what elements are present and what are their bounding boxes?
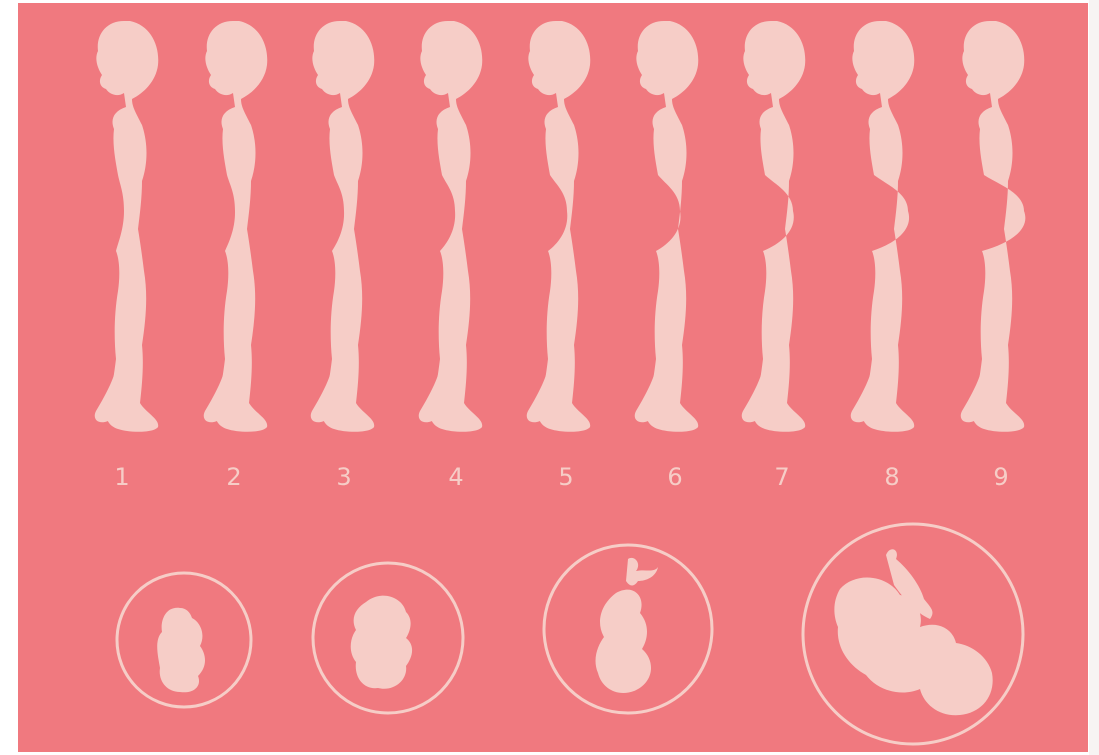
pregnant-silhouette-month-4	[408, 15, 518, 445]
silhouette-shape	[624, 15, 734, 445]
pregnant-silhouette-month-3	[300, 15, 410, 445]
silhouette-shape	[408, 15, 518, 445]
month-label-3: 3	[324, 463, 364, 491]
pregnant-silhouette-month-9	[950, 15, 1060, 445]
pregnant-silhouette-month-8	[840, 15, 950, 445]
pregnancy-illustration: 1 2 3 4 5 6 7 8 9	[18, 3, 1088, 752]
month-label-7: 7	[762, 463, 802, 491]
month-label-8: 8	[872, 463, 912, 491]
month-label-2: 2	[214, 463, 254, 491]
silhouette-shape	[731, 15, 841, 445]
pregnant-silhouette-month-1	[84, 15, 194, 445]
fetus-stage-4-circle	[796, 515, 1030, 752]
month-label-1: 1	[102, 463, 142, 491]
silhouette-shape	[516, 15, 626, 445]
pregnant-silhouette-month-7	[731, 15, 841, 445]
silhouette-shape	[840, 15, 950, 445]
month-label-9: 9	[981, 463, 1021, 491]
fetus-stage-3-circle	[538, 541, 718, 717]
silhouette-row	[18, 3, 1088, 453]
month-label-4: 4	[436, 463, 476, 491]
silhouette-shape	[950, 15, 1060, 445]
right-edge-strip	[1089, 0, 1099, 755]
month-label-5: 5	[546, 463, 586, 491]
pregnant-silhouette-month-5	[516, 15, 626, 445]
silhouette-shape	[300, 15, 410, 445]
pregnant-silhouette-month-6	[624, 15, 734, 445]
month-label-6: 6	[655, 463, 695, 491]
pregnant-silhouette-month-2	[193, 15, 303, 445]
silhouette-shape	[193, 15, 303, 445]
silhouette-shape	[84, 15, 194, 445]
fetus-stage-1-circle	[114, 568, 254, 713]
fetus-stage-2-circle	[310, 558, 466, 718]
